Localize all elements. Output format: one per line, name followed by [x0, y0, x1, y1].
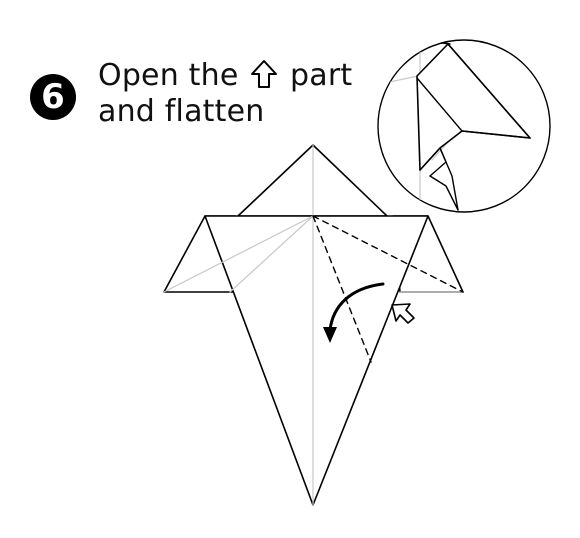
step-number-badge: 6: [30, 74, 76, 120]
valley-fold-line-upper: [312, 215, 464, 293]
valley-fold-line-lower: [312, 215, 372, 363]
detail-zoom-circle: [377, 39, 551, 213]
left-diagonal-crease: [229, 215, 314, 293]
left-wing-crease: [163, 215, 314, 293]
hollow-push-arrow-icon: [391, 303, 415, 324]
step-instruction: Open the part and flatten: [98, 58, 352, 130]
fold-arrow-head: [323, 327, 337, 343]
curved-fold-arrow-icon: [328, 282, 385, 332]
instruction-text-part: part: [290, 58, 353, 93]
instruction-text-open: Open the: [98, 58, 239, 93]
kite-body: [204, 215, 429, 506]
hollow-up-arrow-icon: [251, 60, 278, 88]
instruction-line-1: Open the part: [98, 58, 352, 94]
origami-model: [163, 144, 464, 506]
instruction-line-2: and flatten: [98, 94, 265, 129]
